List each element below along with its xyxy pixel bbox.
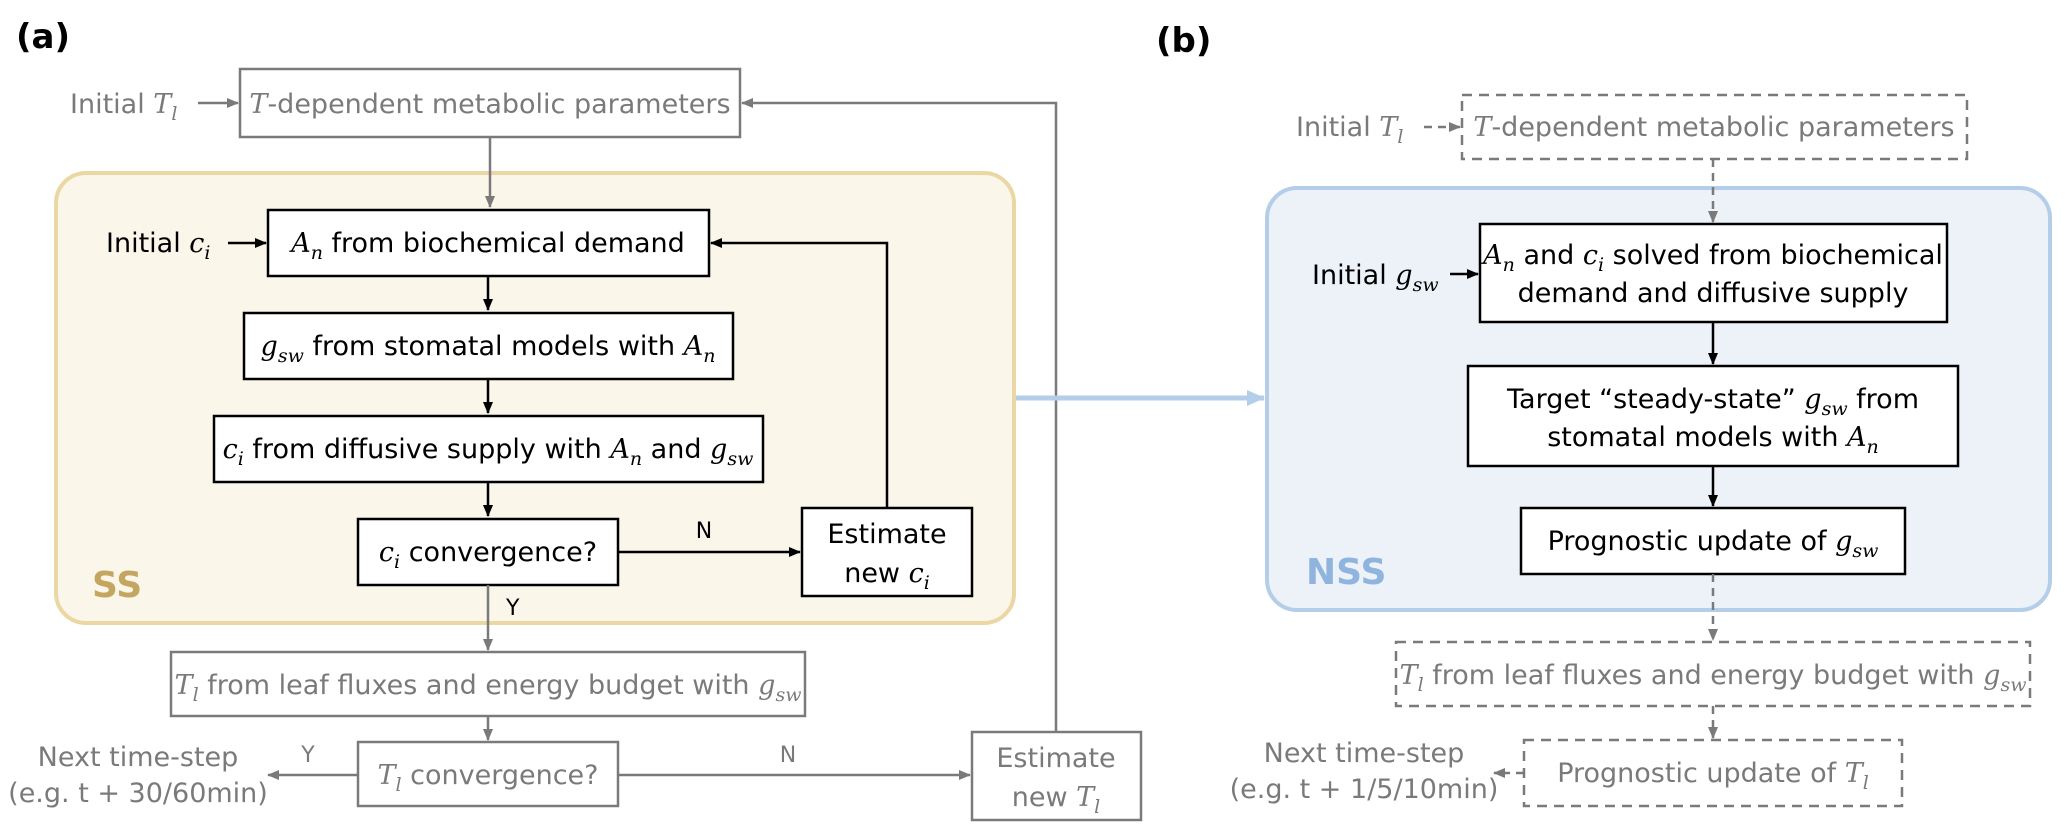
panel-label-a: (a) xyxy=(16,17,70,57)
svg-text:Prognostic update of Tl: Prognostic update of Tl xyxy=(1557,758,1869,794)
tl-fluxes-box-a: Tl from leaf fluxes and energy budget wi… xyxy=(169,650,807,718)
svg-text:Tl from leaf fluxes and energy: Tl from leaf fluxes and energy budget wi… xyxy=(1400,660,2027,696)
svg-text:stomatal models with An: stomatal models with An xyxy=(1547,422,1879,458)
nss-label: NSS xyxy=(1306,552,1386,593)
target-steady-state-box: Target “steady-state” gsw from stomatal … xyxy=(1466,364,1960,468)
prognostic-tl-box: Prognostic update of Tl xyxy=(1522,738,1904,808)
svg-text:Tl convergence?: Tl convergence? xyxy=(377,760,598,796)
yes-label-tl: Y xyxy=(300,743,315,768)
next-time-step-b: Next time-step xyxy=(1264,738,1465,769)
initial-tl-label-b: Initial Tl xyxy=(1296,112,1403,148)
estimate-ci-box: Estimate new ci xyxy=(800,506,974,598)
initial-ci-label: Initial ci xyxy=(106,228,211,264)
next-time-step-a-example: (e.g. t + 30/60min) xyxy=(8,778,268,809)
no-label-ci: N xyxy=(696,519,712,544)
svg-text:Prognostic update of gsw: Prognostic update of gsw xyxy=(1548,526,1879,562)
ss-region xyxy=(54,171,1016,625)
next-time-step-a: Next time-step xyxy=(38,742,239,773)
next-time-step-b-example: (e.g. t + 1/5/10min) xyxy=(1230,774,1499,805)
svg-text:Estimate: Estimate xyxy=(996,743,1115,774)
svg-text:demand and diffusive supply: demand and diffusive supply xyxy=(1518,278,1909,309)
loop-estimate-ci-to-an xyxy=(710,238,889,508)
gsw-stomatal-box: gsw from stomatal models with An xyxy=(242,311,735,381)
panel-label-b: (b) xyxy=(1156,21,1211,61)
initial-gsw-label: Initial gsw xyxy=(1312,260,1439,296)
svg-text:gsw from stomatal models with: gsw from stomatal models with An xyxy=(261,331,716,367)
an-demand-box: An from biochemical demand xyxy=(266,208,711,278)
yes-label-ci: Y xyxy=(505,596,520,621)
ci-supply-box: ci from diffusive supply with An and gsw xyxy=(212,414,765,484)
tl-convergence-box: Tl convergence? xyxy=(356,740,620,808)
no-label-tl: N xyxy=(780,743,796,768)
ss-label: SS xyxy=(92,565,142,606)
svg-text:ci convergence?: ci convergence? xyxy=(379,537,597,573)
svg-text:Estimate: Estimate xyxy=(827,519,946,550)
svg-text:T-dependent metabolic paramete: T-dependent metabolic parameters xyxy=(249,89,730,120)
ci-convergence-box: ci convergence? xyxy=(356,517,620,587)
svg-text:ci from diffusive supply with: ci from diffusive supply with An and gsw xyxy=(223,434,754,470)
metabolic-parameters-box-b: T-dependent metabolic parameters xyxy=(1460,93,1969,161)
prognostic-gsw-box: Prognostic update of gsw xyxy=(1519,506,1907,576)
loop-estimate-tl-to-metabolic xyxy=(741,98,1058,732)
svg-text:new Tl: new Tl xyxy=(1012,782,1100,818)
svg-text:T-dependent metabolic paramete: T-dependent metabolic parameters xyxy=(1473,112,1954,143)
svg-text:new ci: new ci xyxy=(844,558,930,594)
metabolic-parameters-box: T-dependent metabolic parameters xyxy=(238,67,742,139)
initial-tl-label: Initial Tl xyxy=(70,89,177,125)
svg-text:Tl from leaf fluxes and energy: Tl from leaf fluxes and energy budget wi… xyxy=(175,670,802,706)
svg-text:An from biochemical demand: An from biochemical demand xyxy=(288,228,685,264)
svg-text:Target “steady-state” gsw from: Target “steady-state” gsw from xyxy=(1506,384,1919,420)
tl-fluxes-box-b: Tl from leaf fluxes and energy budget wi… xyxy=(1394,640,2032,708)
estimate-tl-box: Estimate new Tl xyxy=(970,730,1143,822)
an-ci-solved-box: An and ci solved from biochemical demand… xyxy=(1478,222,1949,324)
svg-text:An and ci solved from biochemi: An and ci solved from biochemical xyxy=(1480,240,1943,276)
